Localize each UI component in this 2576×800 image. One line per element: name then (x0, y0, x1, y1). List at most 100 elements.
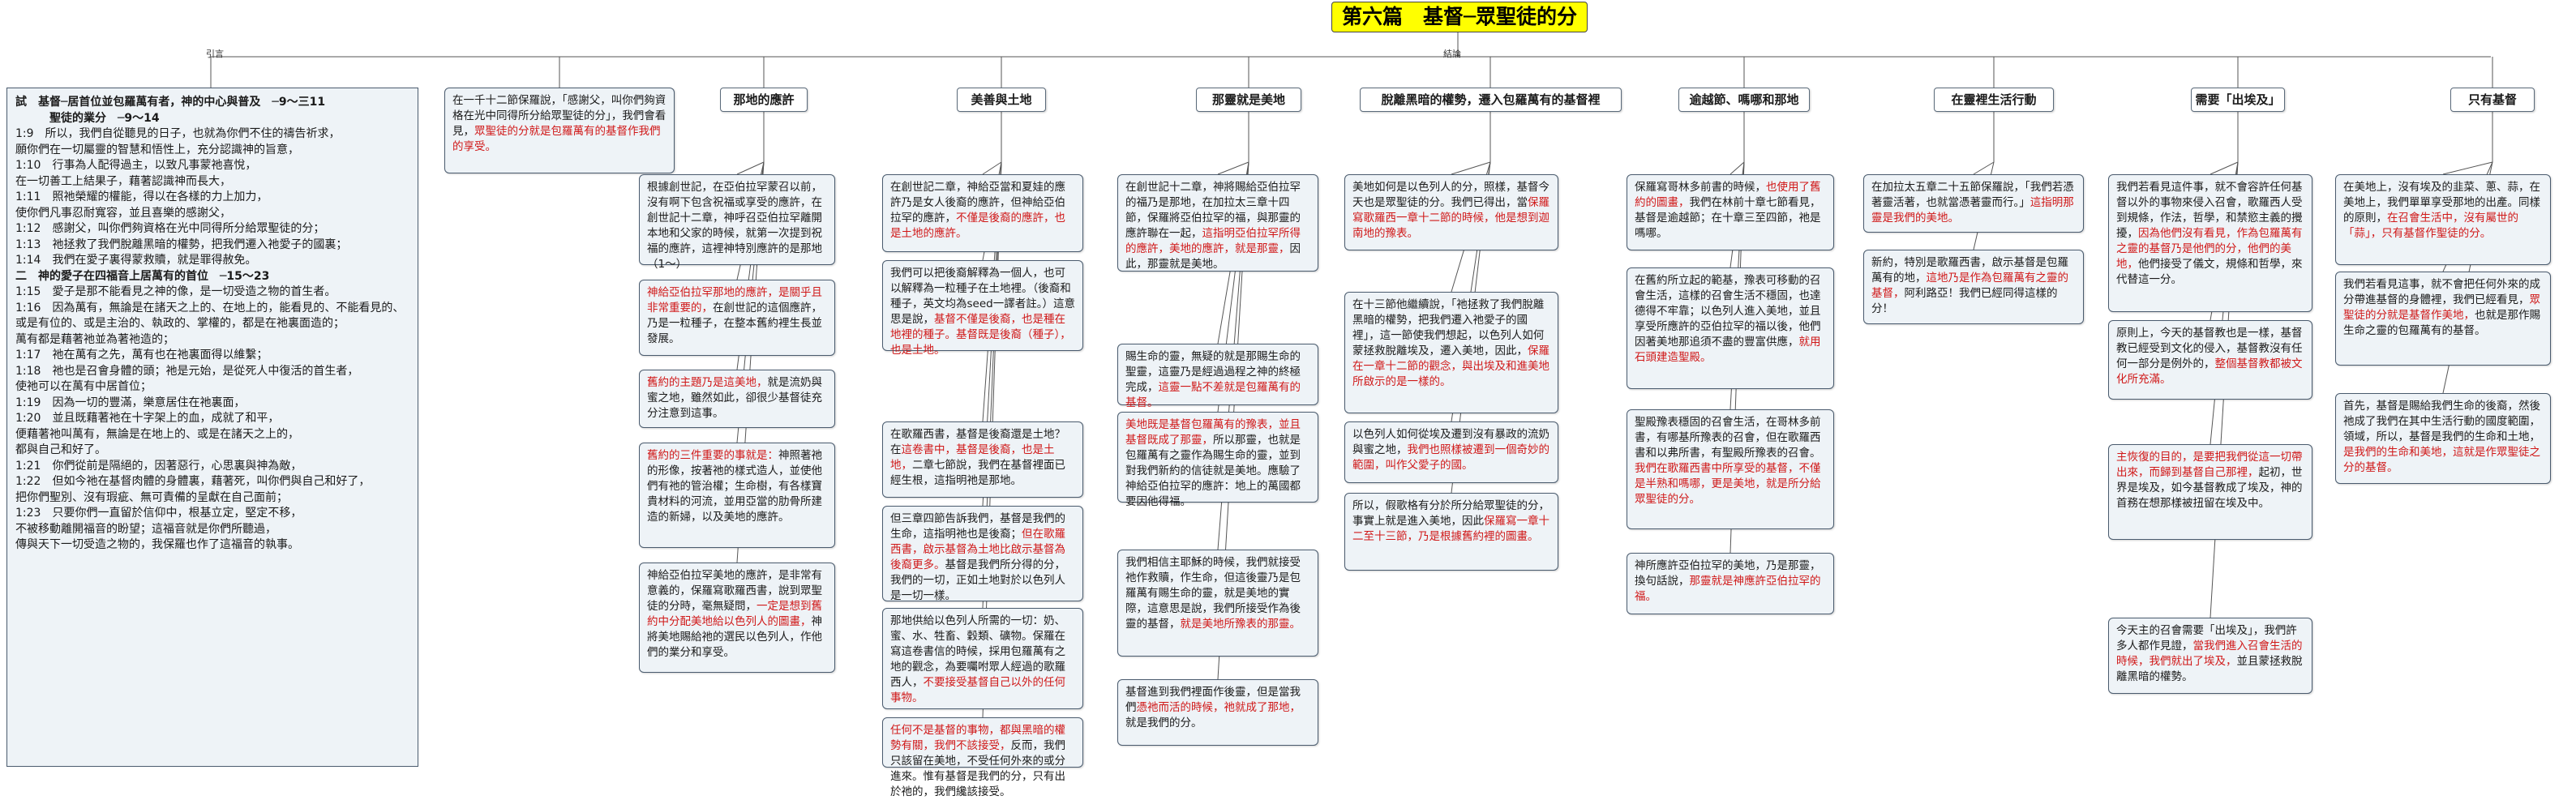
box-text: 根據創世記，在亞伯拉罕蒙召以前，沒有啊下包含祝福或享受的應許，在創世記十二章，神… (647, 181, 822, 271)
verse-line: 1:20 並且既藉著祂在十字架上的血，成就了和平， (15, 412, 280, 425)
highlight-text: 這地乃是作為包羅萬有之靈的基督， (1871, 272, 2068, 300)
box-text: 但三章四節告訴我們，基督是我們的生命，這指明祂也是後裔；但在歌羅西書，啟示基督為… (890, 512, 1065, 602)
verse-line: 1:11 照祂榮耀的權能，得以在各樣的力上加力， (15, 190, 268, 203)
heading-spirit-good-land: 那靈就是美地 (1196, 88, 1301, 112)
land-promise-box-4: 舊約的三件重要的事就是：神照著祂的形像，按著祂的樣式造人，並使他們有祂的管治權；… (639, 443, 835, 548)
highlight-text: 神給亞伯拉罕那地的應許，是關乎且非常重要的， (647, 286, 822, 314)
highlight-text: 這卷書中，基督是後裔，也是土地， (890, 443, 1055, 472)
box-text: 舊約的三件重要的事就是：神照著祂的形像，按著祂的樣式造人，並使他們有祂的管治權；… (647, 449, 822, 524)
highlight-text: 這靈一點不差就是包羅萬有的基督。 (1125, 381, 1301, 409)
seed-land-box-2: 我們可以把後裔解釋為一個人，也可以解釋為一粒種子在土地裡。（後裔和種子，英文均為… (882, 260, 1083, 357)
highlight-text: 一定是想到舊約中分配美地給以色列人的圖畫， (647, 600, 822, 628)
verse-line: 1:16 因為萬有，無論是在諸天之上的、在地上的，能看見的、不能看見的、 (15, 301, 405, 314)
live-in-spirit-box-1: 在加拉太五章二十五節保羅說，「我們若憑著靈活著，也就當憑著靈而行。」這指明那靈是… (1863, 174, 2084, 233)
outline-verses-2: 1:15 愛子是那不能看見之神的像，是一切受造之物的首生者。1:16 因為萬有，… (15, 284, 409, 554)
verse-line: 使你們凡事忍耐寬容，並且喜樂的感謝父， (15, 206, 231, 220)
live-in-spirit-box-2: 新約，特別是歌羅西書，啟示基督是包羅萬有的地，這地乃是作為包羅萬有之靈的基督，阿… (1863, 250, 2084, 324)
verse-line: 傳與天下一切受造之物的，我保羅也作了這福音的執事。 (15, 538, 299, 551)
only-christ-box-2: 我們若看見這事，就不會把任何外來的成分帶進基督的身體裡，我們已經看見，眾聖徒的分… (2335, 272, 2551, 366)
box-text: 新約，特別是歌羅西書，啟示基督是包羅萬有的地，這地乃是作為包羅萬有之靈的基督，阿… (1871, 256, 2068, 315)
box-text: 保羅寫哥林多前書的時候，也使用了舊約的圖畫，我們在林前十章七節看見，基督是逾越節… (1635, 181, 1821, 240)
highlight-text: 整個基督教都被文化所充滿。 (2116, 357, 2303, 386)
box-text: 任何不是基督的事物，都與黑暗的權勢有關，我們不該接受，反而，我們只該留在美地，不… (890, 724, 1065, 798)
intro-highlight: 眾聖徒的分就是包羅萬有的基督作我們的享受。 (452, 125, 661, 153)
connector (1217, 161, 1249, 175)
verse-line: 願你們在一切屬靈的智慧和悟性上，充分認識神的旨意， (15, 143, 299, 156)
connector (2210, 161, 2239, 175)
highlight-text: 基督不僅是後裔，也是種在地裡的種子。基督既是後裔（種子），也是土地。 (890, 313, 1071, 357)
box-text: 基督進到我們裡面作後靈，但是當我們憑祂而活的時候，祂就成了那地，就是我們的分。 (1125, 686, 1301, 729)
spirit-land-box-4: 我們相信主耶穌的時候，我們就接受祂作救贖，作生命，但這後靈乃是包羅萬有賜生命的靈… (1117, 550, 1318, 657)
verse-line: 1:10 行事為人配得過主，以致凡事蒙祂喜悅， (15, 159, 257, 172)
verse-line: 1:13 祂拯救了我們脫離黑暗的權勢，把我們遷入祂愛子的國裏； (15, 237, 348, 251)
outline-section-2: 二 神的愛子在四福音上居萬有的首位 ─15～23 (15, 269, 270, 283)
highlight-text: 保羅在一章十二節的觀念，與出埃及和進美地所啟示的是一樣的。 (1352, 344, 1549, 388)
heading-transferred: 脫離黑暗的權勢，遷入包羅萬有的基督裡 (1360, 88, 1622, 112)
spirit-land-box-5: 基督進到我們裡面作後靈，但是當我們憑祂而活的時候，祂就成了那地，就是我們的分。 (1117, 679, 1318, 746)
box-text: 在加拉太五章二十五節保羅說，「我們若憑著靈活著，也就當憑著靈而行。」這指明那靈是… (1871, 181, 2074, 225)
connector (2442, 161, 2493, 175)
box-text: 美地如何是以色列人的分，照樣，基督今天也是眾聖徒的分。我們已得出，當保羅寫歌羅西… (1352, 181, 1549, 240)
spirit-land-box-3: 美地既是基督包羅萬有的豫表，並且基督既成了那靈，所以那靈，也就是包羅萬有之靈作為… (1117, 412, 1318, 508)
scripture-outline: 試 基督─居首位並包羅萬有者，神的中心與普及 ─9～三11 聖徒的業分 ─9～1… (6, 88, 418, 767)
connector (736, 161, 765, 175)
spirit-land-box-2: 賜生命的靈，無疑的就是那賜生命的聖靈，這靈乃是經過過程之神的終極完成，這靈一點不… (1117, 344, 1318, 409)
exodus-box-3: 主恢復的目的，是要把我們從這一切帶出來，而歸到基督自己那裡，起初，世界是埃及，如… (2108, 444, 2312, 540)
highlight-text: 舊約的主題乃是這美地， (647, 376, 768, 389)
verse-line: 1:23 只要你們一直留於信仰中，根基立定，堅定不移， (15, 507, 302, 520)
passover-box-3: 聖殿豫表穩固的召會生活，在哥林多前書，有哪基所豫表的召會，但在歌羅西書和以弗所書… (1627, 409, 1834, 529)
box-text: 我們若看見這件事，就不會容許任何基督以外的事物來侵入召會，歌羅西人受到規條，作法… (2116, 181, 2303, 286)
highlight-text: 這指明那靈是我們的美地。 (1871, 196, 2074, 225)
highlight-text: 美地既是基督包羅萬有的豫表，並且基督既成了那靈， (1125, 418, 1301, 447)
box-text: 在美地上，沒有埃及的韭菜、蔥、蒜，在美地上，我們單單享受那地的出產。同樣的原則，… (2343, 181, 2540, 240)
seed-land-box-3: 在歌羅西書，基督是後裔還是土地？在這卷書中，基督是後裔，也是土地，二章七節說，我… (882, 421, 1083, 498)
heading-live-in-spirit: 在靈裡生活行動 (1934, 88, 2054, 112)
right-branch-label: 結論 (1443, 49, 1461, 59)
transferred-box-1: 美地如何是以色列人的分，照樣，基督今天也是眾聖徒的分。我們已得出，當保羅寫歌羅西… (1344, 174, 1558, 250)
transferred-box-2: 在十三節他繼續說，「祂拯救了我們脫離黑暗的權勢，把我們遷入祂愛子的國裡」，這一節… (1344, 292, 1558, 413)
passover-box-4: 神所應許亞伯拉罕的美地，乃是那靈，換句話說，那靈就是神應許亞伯拉罕的福。 (1627, 553, 1834, 614)
verse-line: 1:19 因為一切的豐滿，樂意居住在祂裏面， (15, 396, 246, 409)
box-text: 聖殿豫表穩固的召會生活，在哥林多前書，有哪基所豫表的召會，但在歌羅西書和以弗所書… (1635, 416, 1821, 506)
box-text: 我們相信主耶穌的時候，我們就接受祂作救贖，作生命，但這後靈乃是包羅萬有賜生命的靈… (1125, 556, 1301, 631)
highlight-text: 舊約的三件重要的事就是： (647, 449, 778, 462)
heading-exodus: 需要「出埃及」 (2191, 88, 2285, 112)
highlight-text: 但在歌羅西書，啟示基督為土地比啟示基督為後裔更多。 (890, 528, 1065, 571)
highlight-text: 眾聖徒的分就是基督作美地， (2343, 293, 2540, 322)
verse-line: 在一切善工上結果子，藉著認識神而長大， (15, 174, 231, 188)
highlight-text: 我們也照樣被遷到一個奇妙的範圍，叫作父愛子的國。 (1352, 443, 1549, 472)
highlight-text: 我們在歌羅西書中所享受的基督，不僅是半熟和嗎哪，更是美地，就是所分給眾聖徒的分。 (1635, 462, 1821, 506)
highlight-text: 在召會生活中，沒有屬世的「蒜」，只有基督作聖徒的分。 (2343, 212, 2518, 240)
connector (1451, 161, 1491, 175)
connector (982, 161, 1002, 175)
highlight-text: 憑祂而活的時候，祂就成了那地， (1136, 701, 1301, 714)
highlight-text: 因為他們沒有看見，作為包羅萬有之靈的基督乃是他們的分，他們的美地， (2116, 227, 2303, 271)
box-text: 賜生命的靈，無疑的就是那賜生命的聖靈，這靈乃是經過過程之神的終極完成，這靈一點不… (1125, 350, 1301, 409)
box-text: 舊約的主題乃是這美地，就是流奶與蜜之地，雖然如此，卻很少基督徒充分注意到這事。 (647, 376, 822, 420)
heading-only-christ: 只有基督 (2450, 88, 2535, 112)
verse-line: 1:22 但如今祂在基督肉體的身體裏，藉著死，叫你們與自己和好了， (15, 475, 371, 488)
highlight-text: 任何不是基督的事物，都與黑暗的權勢有關，我們不該接受， (890, 724, 1065, 752)
only-christ-box-1: 在美地上，沒有埃及的韭菜、蔥、蒜，在美地上，我們單單享受那地的出產。同樣的原則，… (2335, 174, 2551, 265)
highlight-text: 不要接受基督自己以外的任何事物。 (890, 676, 1065, 704)
verse-line: 1:21 你們從前是隔絕的，因著惡行，心思裏與神為敵， (15, 459, 302, 473)
box-text: 神給亞伯拉罕美地的應許，是非常有意義的，保羅寫歌羅西書，說到眾聖徒的分時，毫無疑… (647, 569, 822, 659)
verse-line: 1:18 祂也是召會身體的頭；祂是元始，是從死人中復活的首生者， (15, 364, 359, 378)
highlight-text: 是我們的生命和美地，這就是作眾聖徒之分的基督。 (2343, 446, 2540, 474)
highlight-text: 保羅寫一章十二至十三節，乃是根據舊約裡的圖畫。 (1352, 515, 1549, 543)
passover-box-1: 保羅寫哥林多前書的時候，也使用了舊約的圖畫，我們在林前十章七節看見，基督是逾越節… (1627, 174, 1834, 250)
exodus-box-2: 原則上，今天的基督教也是一樣，基督教已經受到文化的侵入，基督教沒有任何一部分是例… (2108, 320, 2312, 400)
verse-line: 1:14 我們在愛子裏得蒙救贖，就是罪得赦免。 (15, 254, 257, 267)
highlight-text: 就用石頭建造聖殿。 (1635, 336, 1821, 364)
verse-line: 萬有都是藉著祂並為著祂造的； (15, 332, 174, 346)
verse-line: 1:9 所以，我們自從聽見的日子，也就為你們不住的禱告祈求， (15, 127, 341, 140)
heading-seed-and-land: 美善與土地 (957, 88, 1046, 112)
verse-line: 1:12 感謝父，叫你們夠資格在光中同得所分給眾聖徒的分； (15, 222, 325, 235)
box-text: 在十三節他繼續說，「祂拯救了我們脫離黑暗的權勢，把我們遷入祂愛子的國裡」，這一節… (1352, 298, 1549, 388)
outline-verses-1: 1:9 所以，我們自從聽見的日子，也就為你們不住的禱告祈求， 願你們在一切屬靈的智… (15, 126, 409, 269)
seed-land-box-6: 任何不是基督的事物，都與黑暗的權勢有關，我們不該接受，反而，我們只該留在美地，不… (882, 717, 1083, 798)
box-text: 我們若看見這事，就不會把任何外來的成分帶進基督的身體裡，我們已經看見，眾聖徒的分… (2343, 278, 2540, 337)
highlight-text: 這指明亞伯拉罕所得的應許，美地的應許，就是那靈， (1125, 227, 1301, 255)
heading-passover: 逾越節、嗎哪和那地 (1678, 88, 1810, 112)
verse-line: 都與自己和好了。 (15, 443, 106, 456)
